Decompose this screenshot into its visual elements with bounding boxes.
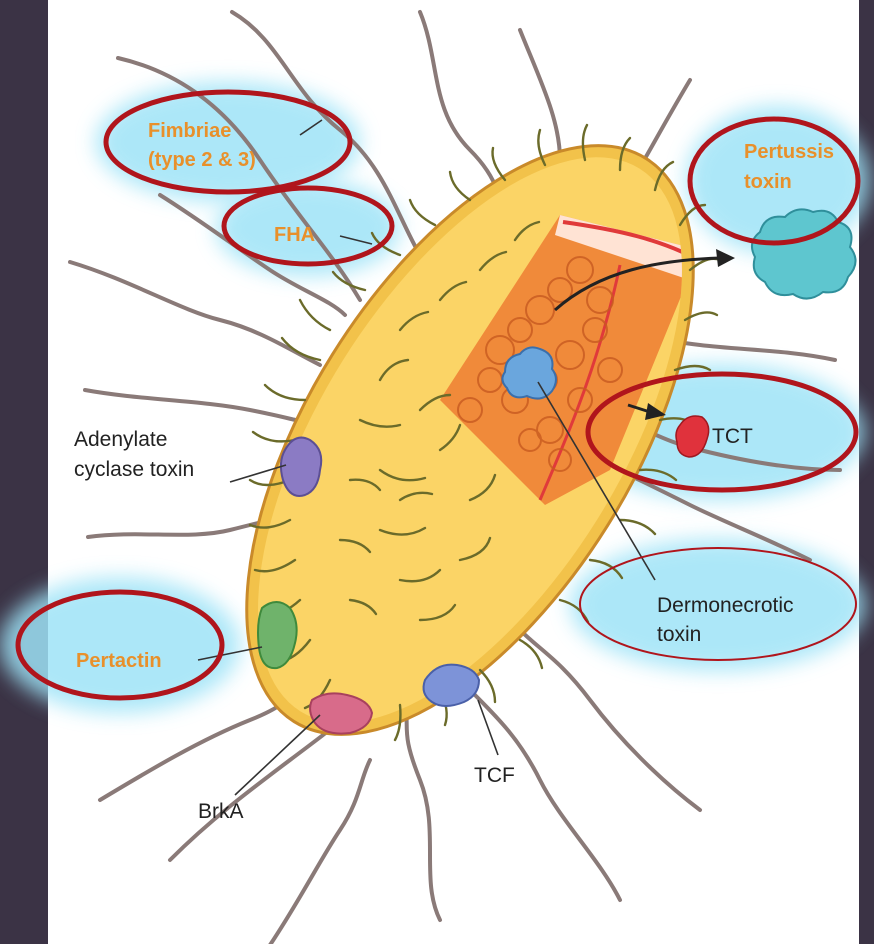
dermonecrotic-label-line1: Dermonecrotic [657,594,794,617]
tcf-protein [424,665,479,706]
adenylate-cyclase-protein [281,438,321,496]
pertussis-label-line1: Pertussis [744,141,834,163]
pertactin-glow [0,577,240,713]
brka-label: BrkA [198,800,244,823]
tcf-label: TCF [474,764,515,787]
pertussis-label-line2: toxin [744,171,792,193]
adenylate-label-line2: cyclase toxin [74,458,194,481]
pertussis-arrow-head [716,249,735,267]
pertactin-label: Pertactin [76,650,162,672]
fimbriae-label-line2: (type 2 & 3) [148,149,256,171]
adenylate-label-line1: Adenylate [74,428,167,451]
tct-label: TCT [712,425,753,448]
fimbriae-label-line1: Fimbriae [148,120,231,142]
dermonecrotic-label-line2: toxin [657,623,701,646]
pertussis-toxin-blob [752,209,856,298]
fha-label: FHA [274,224,315,246]
